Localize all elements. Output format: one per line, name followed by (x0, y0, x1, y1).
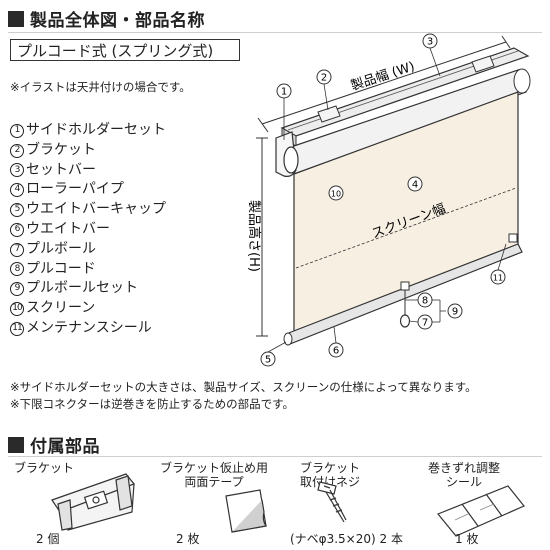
callout-leaders (267, 47, 507, 353)
part-number-badge: 3 (10, 163, 24, 178)
part-number-badge: 1 (10, 123, 24, 138)
part-number-badge: 9 (10, 282, 24, 297)
side-holder-icon (275, 131, 299, 177)
part-number-badge: 10 (10, 302, 24, 317)
accessory-seal-label: 巻きずれ調整 シール (428, 461, 501, 489)
accessory-screw-label: ブラケット 取付けネジ (300, 461, 361, 489)
section-title-text: 製品全体図・部品名称 (30, 11, 205, 31)
callout-11: 11 (490, 269, 506, 285)
callout-8: 8 (417, 292, 433, 308)
maintenance-seal-icon (508, 233, 518, 243)
operation-type-box: プルコード式 (スプリング式) (10, 39, 240, 61)
part-label: メンテナンスシール (26, 319, 152, 336)
accessory-screw-qty: (ナベφ3.5×20) 2 本 (290, 532, 403, 546)
part-label: セットバー (26, 161, 96, 178)
note-side-holder: ※サイドホルダーセットの大きさは、製品サイズ、スクリーンの仕様によって異なります… (10, 380, 477, 394)
part-number-badge: 8 (10, 262, 24, 277)
callout-number-text: 2 (321, 73, 327, 84)
bracket-icon (51, 473, 135, 531)
accessory-tape-qty: 2 枚 (176, 532, 200, 546)
callout-1: 1 (276, 83, 292, 99)
part-number-badge: 5 (10, 203, 24, 218)
square-bullet-icon (8, 10, 24, 27)
part-label: ウエイトバー (26, 220, 110, 237)
bracket-icon (317, 55, 495, 123)
part-label: ローラーパイプ (26, 181, 124, 198)
callout-7: 7 (417, 314, 433, 330)
alignment-seal-icon (437, 485, 525, 537)
part-label: ウエイトバーキャップ (26, 201, 166, 218)
accessory-bracket-label: ブラケット (14, 461, 75, 475)
accessory-seal-qty: 1 枚 (455, 532, 479, 546)
ceiling-note: ※イラストは天井付けの場合です。 (10, 80, 191, 94)
callout-4: 4 (407, 176, 423, 192)
callout-number-text: 5 (265, 355, 271, 366)
callout-2: 2 (316, 69, 332, 85)
callout-number-text: 8 (422, 296, 428, 307)
section-title-diagram: 製品全体図・部品名称 (8, 6, 205, 31)
square-bullet-icon (8, 436, 24, 453)
section-title-accessories: 付属部品 (8, 432, 100, 457)
height-label: 製品高さ(H) (246, 200, 262, 272)
callout-number-text: 6 (333, 346, 339, 357)
callout-number-text: 10 (331, 190, 341, 199)
note-lower-connector: ※下限コネクターは逆巻きを防止するための部品です。 (10, 397, 295, 411)
pull-cord (399, 281, 411, 328)
double-sided-tape-icon (225, 489, 268, 533)
part-label: プルボール (26, 240, 96, 257)
callout-10: 10 (328, 185, 344, 201)
accessory-bracket-qty: 2 個 (36, 532, 60, 546)
accessory-tape-label: ブラケット仮止め用 両面テープ (160, 461, 269, 489)
screw-icon (317, 481, 347, 523)
height-dimension: 製品高さ(H) (246, 137, 268, 337)
divider (8, 456, 542, 457)
part-number-badge: 7 (10, 242, 24, 257)
part-label: スクリーン (26, 300, 96, 317)
notes-block: ※サイドホルダーセットの大きさは、製品サイズ、スクリーンの仕様によって異なります… (10, 379, 477, 413)
callout-number-text: 11 (493, 274, 503, 283)
part-label: プルボールセット (26, 280, 138, 297)
divider (8, 32, 542, 33)
part-number-badge: 2 (10, 143, 24, 158)
part-label: サイドホルダーセット (26, 122, 166, 138)
part-number-badge: 4 (10, 183, 24, 198)
part-label: プルコード (26, 260, 96, 277)
section-title-text: 付属部品 (30, 437, 100, 457)
callout-number-text: 9 (452, 307, 458, 318)
part-number-badge: 11 (10, 321, 24, 336)
callout-number-text: 3 (427, 37, 433, 48)
callout-5: 5 (260, 351, 276, 367)
part-label: ブラケット (26, 141, 96, 158)
callout-number-text: 1 (281, 87, 287, 98)
callout-9: 9 (447, 303, 463, 319)
callout-numbers: 1 2 3 4 5 6 11 8 7 9 10 (260, 33, 506, 367)
part-number-badge: 6 (10, 222, 24, 237)
callout-6: 6 (328, 342, 344, 358)
callout-number-text: 7 (422, 318, 428, 329)
callout-3: 3 (422, 33, 438, 49)
callout-number-text: 4 (412, 180, 418, 191)
